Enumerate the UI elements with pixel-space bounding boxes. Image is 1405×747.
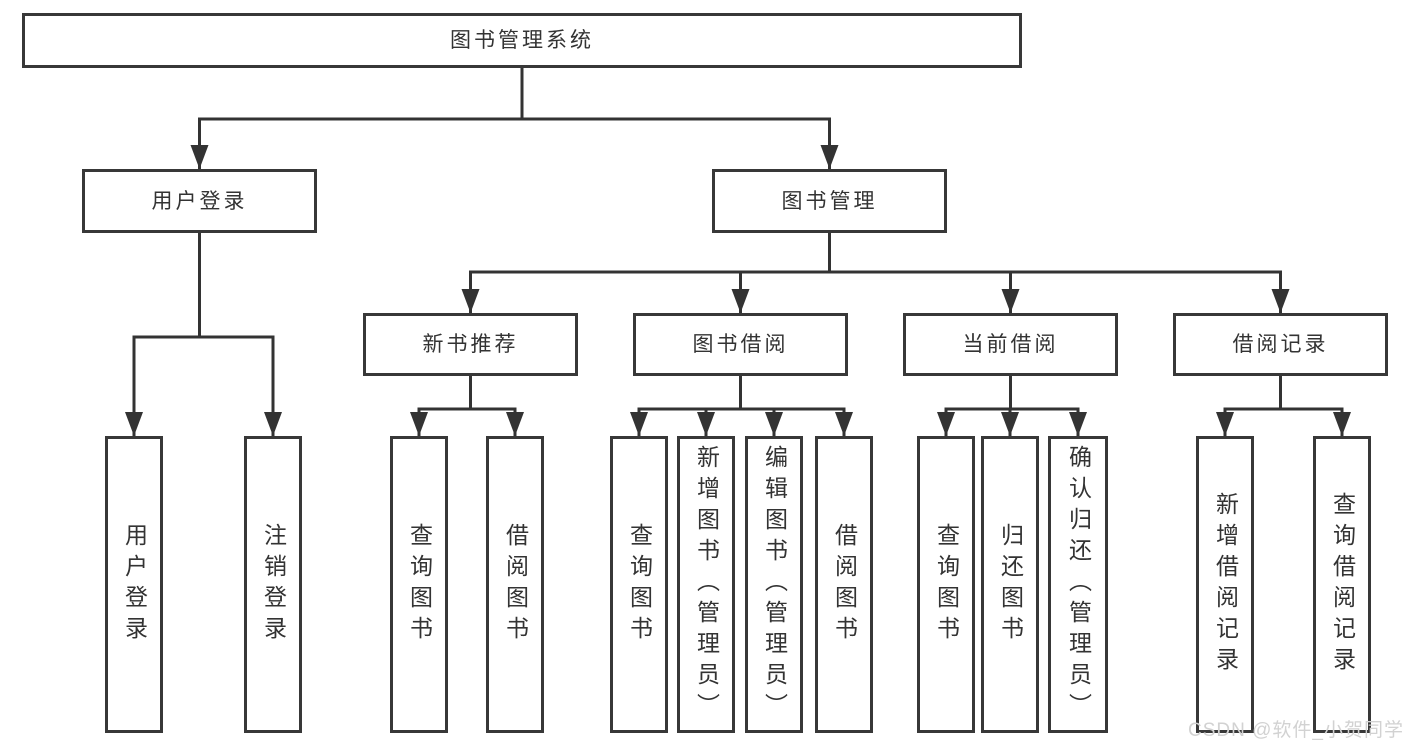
- node-library-management-system: 图书管理系统: [22, 13, 1022, 68]
- leaf-br-query-borrow-record: 查询借阅记录: [1313, 436, 1371, 733]
- node-new-book-recommendation: 新书推荐: [363, 313, 578, 376]
- leaf-user-login: 用户登录: [105, 436, 163, 733]
- node-book-management: 图书管理: [712, 169, 947, 233]
- leaf-cb-query-books: 查询图书: [917, 436, 975, 733]
- leaf-bb-query-books: 查询图书: [610, 436, 668, 733]
- leaf-br-add-borrow-record: 新增借阅记录: [1196, 436, 1254, 733]
- leaf-cb-return-books: 归还图书: [981, 436, 1039, 733]
- node-book-borrowing: 图书借阅: [633, 313, 848, 376]
- leaf-bb-edit-books-admin: 编辑图书（管理员）: [745, 436, 803, 733]
- arrowheads: [125, 145, 1351, 436]
- leaf-nb-borrow-books: 借阅图书: [486, 436, 544, 733]
- node-user-login: 用户登录: [82, 169, 317, 233]
- leaf-bb-add-books-admin: 新增图书（管理员）: [677, 436, 735, 733]
- leaf-cb-confirm-return-admin: 确认归还（管理员）: [1048, 436, 1108, 733]
- node-borrowing-records: 借阅记录: [1173, 313, 1388, 376]
- node-current-borrowing: 当前借阅: [903, 313, 1118, 376]
- leaf-bb-borrow-books: 借阅图书: [815, 436, 873, 733]
- leaf-nb-query-books: 查询图书: [390, 436, 448, 733]
- leaf-logout: 注销登录: [244, 436, 302, 733]
- watermark: CSDN @软件_小贺同学: [1188, 720, 1404, 741]
